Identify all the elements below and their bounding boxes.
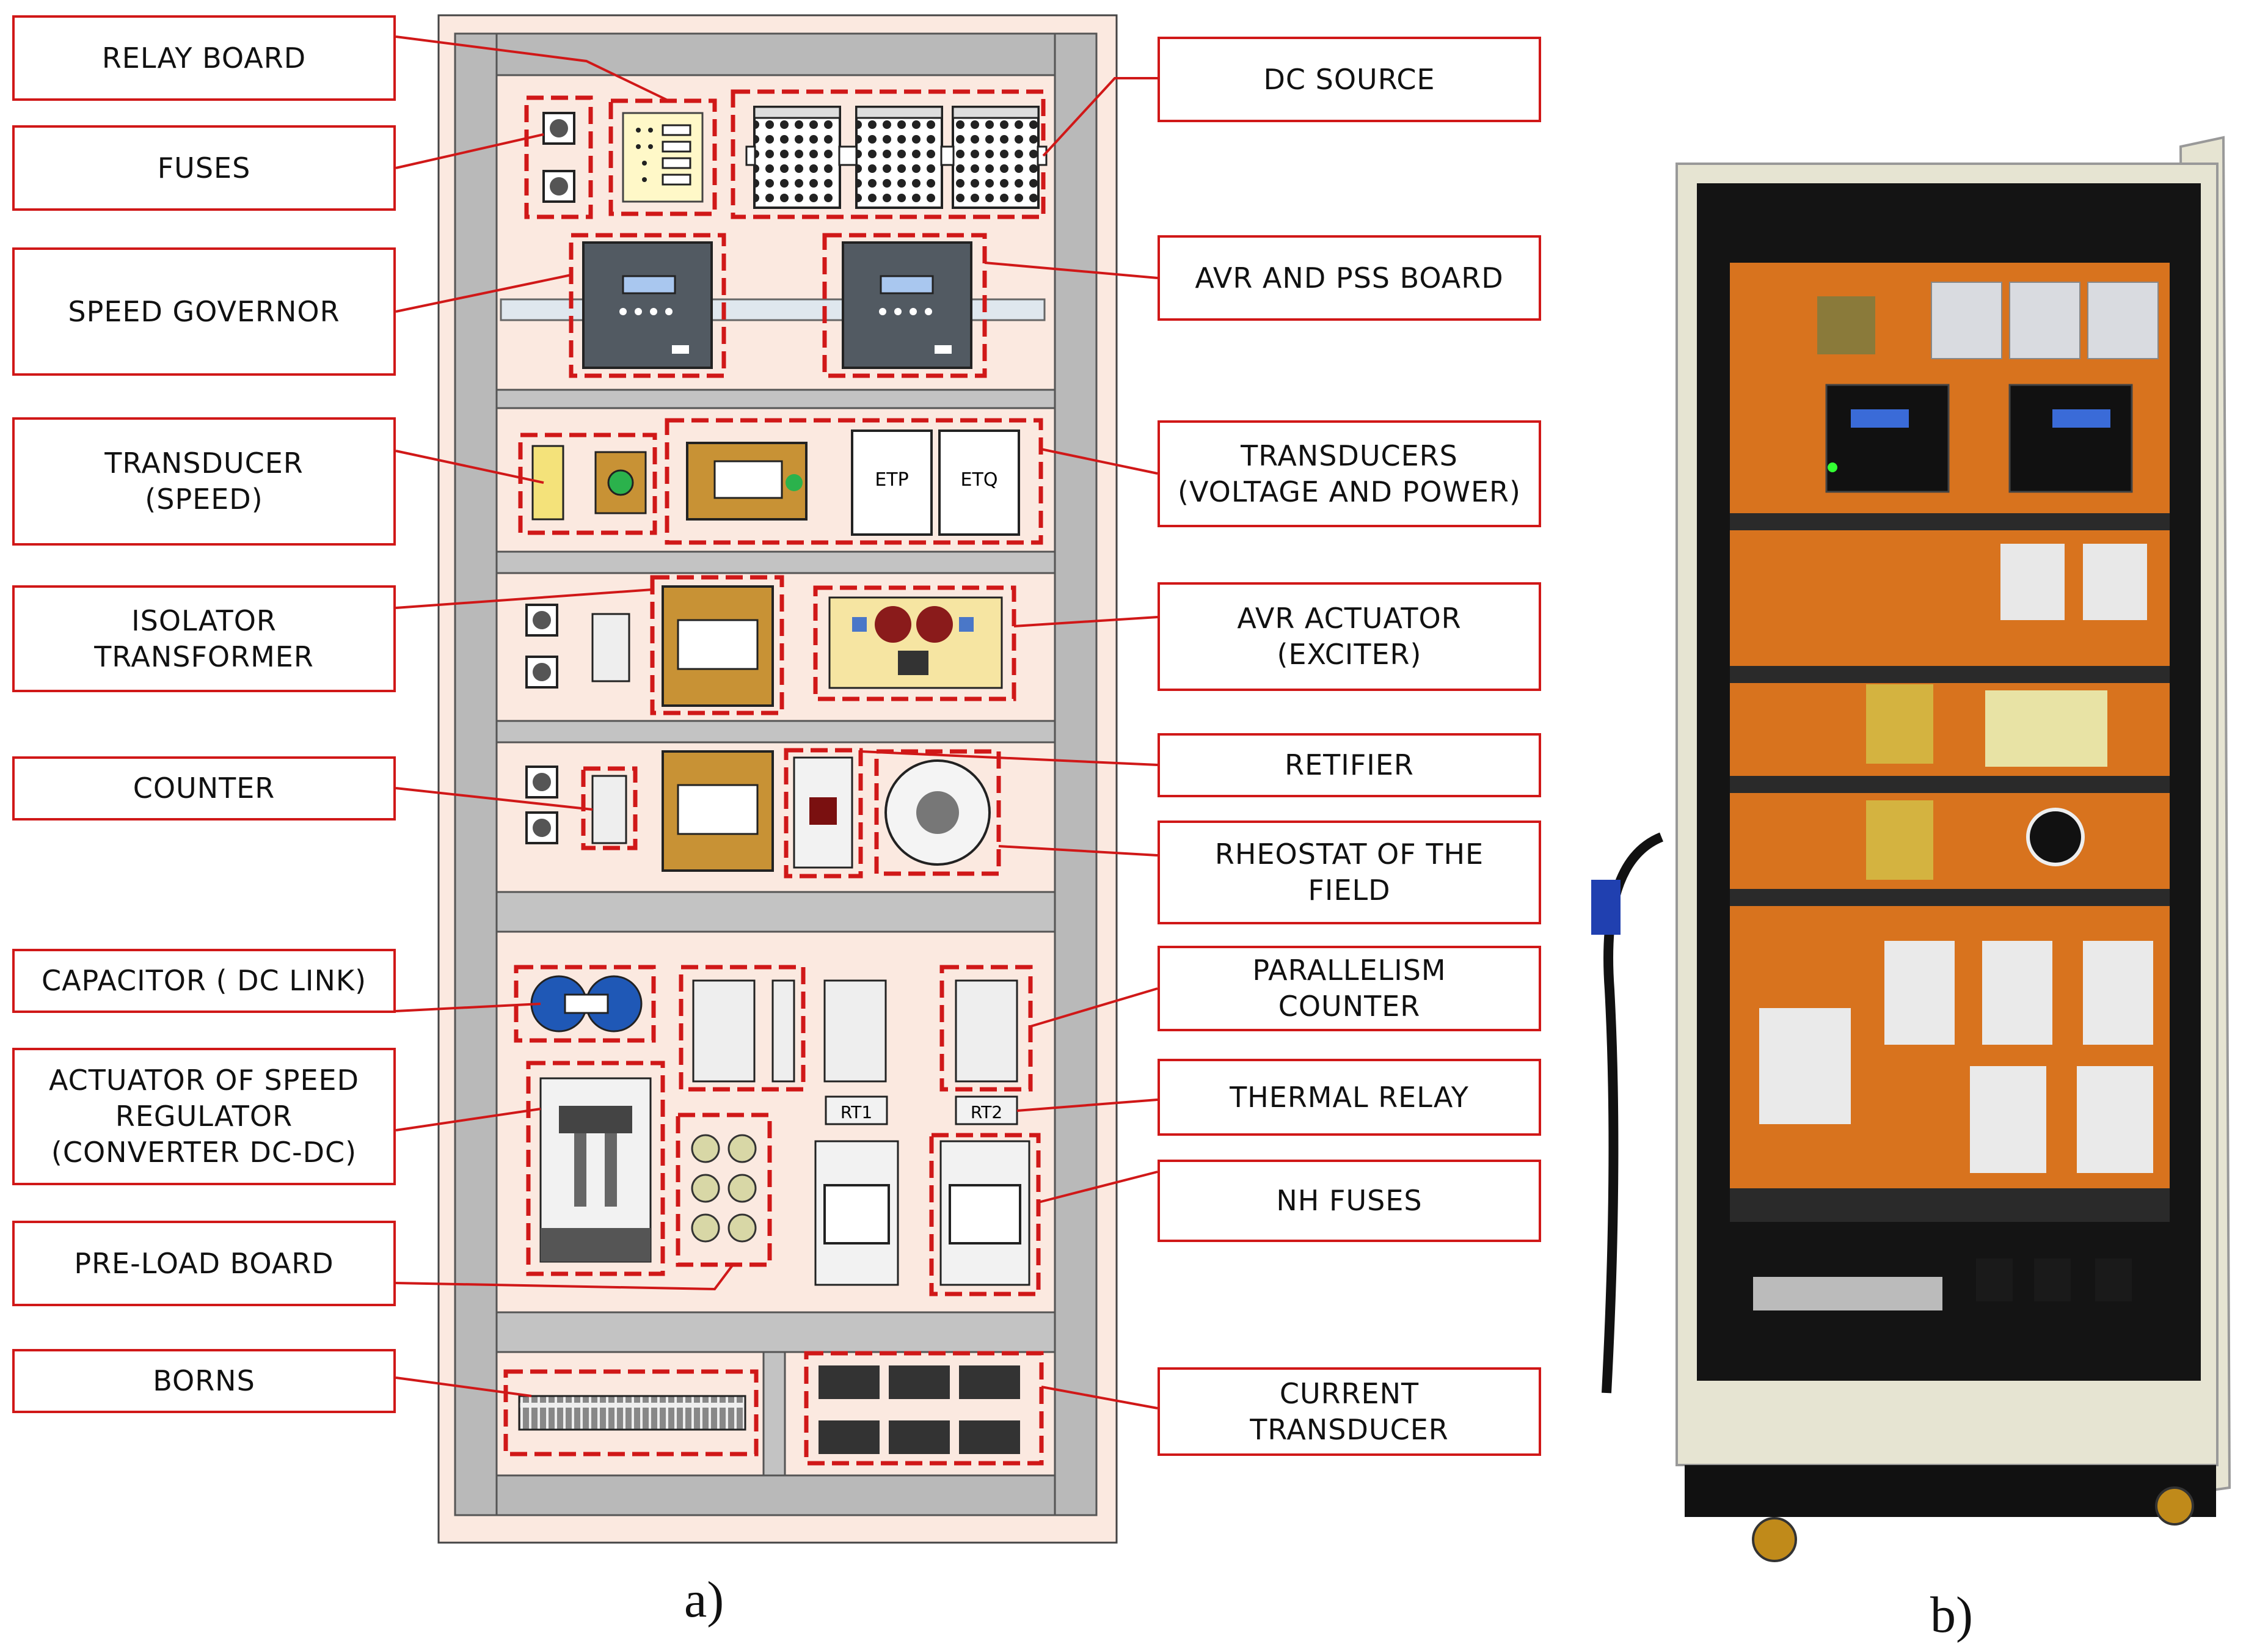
relay-board <box>608 98 717 216</box>
rt2-mark: RT2 <box>971 1102 1002 1122</box>
label-parallelism-counter: PARALLELISM COUNTER <box>1158 946 1541 1031</box>
label-transducer-speed: TRANSDUCER (SPEED) <box>12 417 396 546</box>
row4-fuses <box>525 604 630 689</box>
label-fuses: FUSES <box>12 125 396 211</box>
label-borns: BORNS <box>12 1349 396 1413</box>
rectifier-unit <box>784 748 863 879</box>
capacitor-unit <box>514 965 656 1043</box>
nh-fuses-unit <box>814 1133 1041 1296</box>
isolator-transformer-unit <box>650 575 784 715</box>
label-dc-source: DC SOURCE <box>1158 37 1541 122</box>
label-avr-pss-board: AVR AND PSS BOARD <box>1158 235 1541 321</box>
fuses-top <box>524 95 593 219</box>
caption-b: b) <box>1930 1587 1973 1643</box>
dc-dc-converter <box>526 1061 665 1276</box>
rt1-mark: RT1 <box>840 1102 872 1122</box>
label-actuator-speed: ACTUATOR OF SPEED REGULATOR (CONVERTER D… <box>12 1048 396 1185</box>
caption-a: a) <box>684 1571 724 1628</box>
transformer-row5 <box>662 750 774 872</box>
label-counter: COUNTER <box>12 756 396 821</box>
label-preload-board: PRE-LOAD BOARD <box>12 1221 396 1306</box>
label-avr-actuator: AVR ACTUATOR (EXCITER) <box>1158 582 1541 691</box>
exciter-unit <box>813 585 1016 701</box>
etq-mark: ETQ <box>961 469 998 491</box>
breakers-left <box>679 965 887 1092</box>
shelves <box>495 389 1056 1477</box>
avr-pss-unit <box>822 233 987 378</box>
label-relay-board: RELAY BOARD <box>12 15 396 101</box>
borns-unit <box>503 1369 759 1456</box>
label-thermal-relay: THERMAL RELAY <box>1158 1059 1541 1136</box>
speed-transducer <box>518 433 657 535</box>
label-rheostat: RHEOSTAT OF THE FIELD <box>1158 821 1541 924</box>
label-current-transducer: CURRENT TRANSDUCER <box>1158 1367 1541 1456</box>
cabinet-outline <box>437 14 1118 1544</box>
rheostat-unit <box>874 749 1001 876</box>
dc-sources <box>731 89 1048 219</box>
label-nh-fuses: NH FUSES <box>1158 1160 1541 1242</box>
current-transducer-unit <box>804 1351 1044 1466</box>
label-speed-governor: SPEED GOVERNOR <box>12 247 396 376</box>
label-transducers-vp: TRANSDUCERS (VOLTAGE AND POWER) <box>1158 420 1541 527</box>
label-retifier: RETIFIER <box>1158 733 1541 797</box>
label-capacitor: CAPACITOR ( DC LINK) <box>12 949 396 1013</box>
label-isolator-transformer: ISOLATOR TRANSFORMER <box>12 585 396 692</box>
parallelism-counter-unit <box>939 965 1033 1092</box>
etp-mark: ETP <box>875 469 908 491</box>
voltage-power-transducers: ETP ETQ <box>665 418 1043 545</box>
speed-governor-unit <box>569 233 726 378</box>
leader-lines <box>395 35 1158 1409</box>
preload-board-unit <box>676 1113 772 1267</box>
